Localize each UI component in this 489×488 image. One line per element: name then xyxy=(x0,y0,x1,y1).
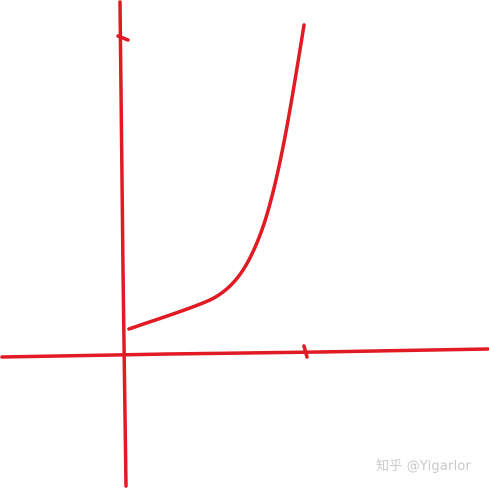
watermark-label: 知乎 @Yigarlor xyxy=(376,459,472,474)
curve-line xyxy=(127,23,306,331)
y-axis-tick xyxy=(116,34,130,42)
x-axis-tick xyxy=(302,344,309,359)
x-axis-line xyxy=(0,347,489,359)
y-axis-line xyxy=(118,0,128,488)
